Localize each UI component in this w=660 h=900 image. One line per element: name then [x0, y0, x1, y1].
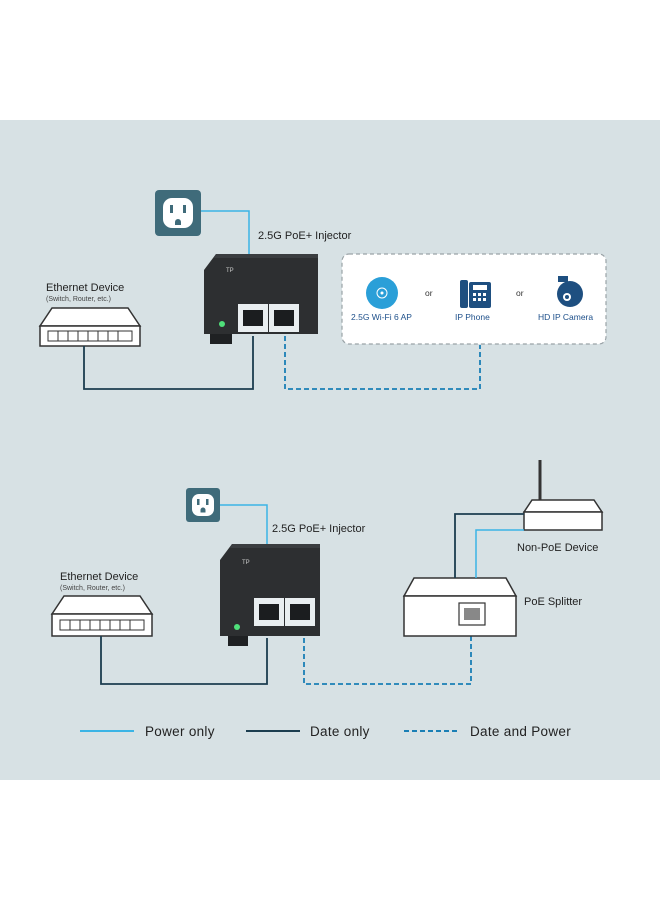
legend-label-data: Date only	[310, 724, 370, 739]
ip-phone-icon	[460, 280, 491, 308]
diagram-panel	[0, 120, 660, 780]
poe-splitter-label: PoE Splitter	[524, 596, 583, 608]
injector-label: 2.5G PoE+ Injector	[272, 523, 366, 535]
legend-label-power: Power only	[145, 724, 215, 739]
ethernet-switch-icon	[50, 595, 154, 637]
device-label-camera: HD IP Camera	[538, 312, 594, 322]
data-line	[100, 636, 268, 685]
power-outlet-icon	[186, 488, 220, 522]
ip-camera-icon	[557, 276, 583, 307]
power-line	[475, 529, 524, 578]
poe-splitter-device	[402, 577, 518, 637]
data-line	[83, 336, 254, 390]
or-separator: or	[425, 288, 433, 298]
power-line	[201, 210, 250, 256]
svg-text:TP: TP	[226, 268, 234, 274]
injector-label: 2.5G PoE+ Injector	[258, 230, 352, 242]
ethernet-device-subtitle: (Switch, Router, etc.)	[60, 585, 125, 592]
poe-line	[303, 636, 472, 685]
ethernet-device-title: Ethernet Device	[46, 282, 125, 294]
power-line	[220, 504, 268, 546]
device-label-phone: IP Phone	[455, 312, 490, 322]
svg-text:TP: TP	[242, 560, 250, 566]
non-poe-device-label: Non-PoE Device	[517, 542, 599, 554]
device-label-ap: 2.5G Wi-Fi 6 AP	[351, 312, 412, 322]
ethernet-device-title: Ethernet Device	[60, 571, 139, 583]
or-separator: or	[516, 288, 524, 298]
poe-line	[284, 336, 481, 390]
access-point-icon	[366, 277, 398, 309]
data-line	[454, 513, 524, 578]
ethernet-switch-icon	[38, 307, 142, 347]
ethernet-device-subtitle: (Switch, Router, etc.)	[46, 296, 111, 303]
router-icon	[522, 460, 604, 531]
poe-injector-device: TP	[204, 254, 318, 344]
poe-injector-device: TP	[220, 544, 320, 646]
legend-label-poe: Date and Power	[470, 724, 572, 739]
power-outlet-icon	[155, 190, 201, 236]
